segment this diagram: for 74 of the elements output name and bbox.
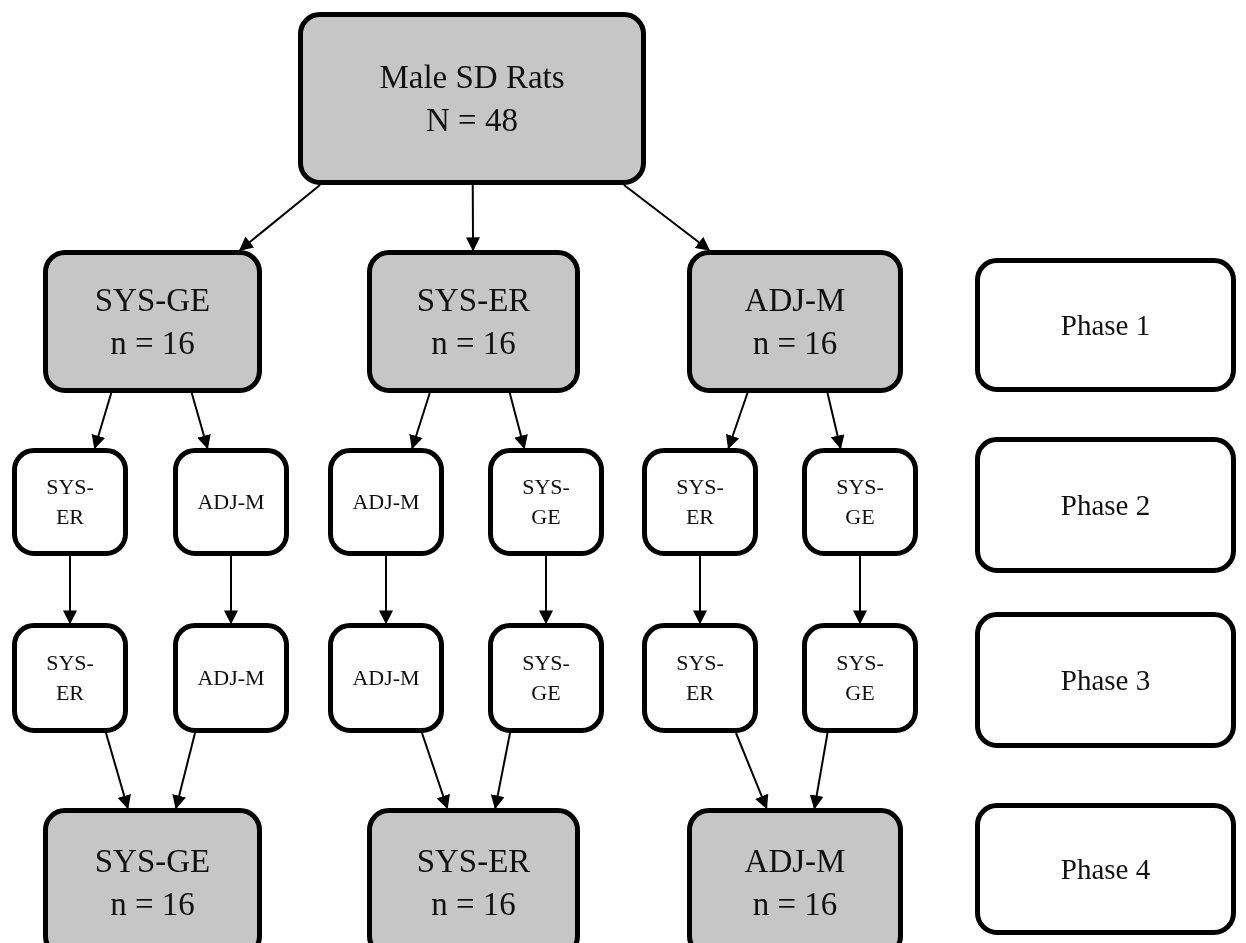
arrow [466, 184, 480, 252]
box-label: N = 48 [426, 100, 518, 140]
arrow [172, 732, 196, 810]
box-label: SYS-GE [835, 649, 885, 707]
box-label: n = 16 [431, 323, 516, 363]
group-box [687, 250, 903, 393]
box-label: Phase 2 [1060, 488, 1151, 522]
box-label: SYS-GE [521, 649, 571, 707]
box-label: SYS-ER [675, 649, 725, 707]
group-box [802, 448, 918, 556]
arrow [224, 555, 238, 625]
arrow [63, 555, 77, 625]
group-box [802, 623, 918, 733]
box-label: n = 16 [431, 885, 516, 924]
group-box [12, 623, 128, 733]
box-label: ADJ-M [351, 488, 421, 517]
phase-box [975, 258, 1236, 392]
group-box [642, 623, 758, 733]
arrow [853, 555, 867, 625]
box-label: Male SD Rats [379, 57, 565, 97]
arrow [508, 392, 528, 450]
arrow [409, 392, 431, 450]
box-label: SYS-GE [521, 473, 571, 531]
box-label: SYS-GE [94, 280, 211, 320]
arrow [809, 732, 829, 810]
group-box [367, 808, 580, 943]
arrow [490, 732, 511, 810]
box-label: n = 16 [110, 885, 195, 924]
box-label: n = 16 [110, 323, 195, 363]
box-label: SYS-ER [416, 280, 531, 320]
arrow [539, 555, 553, 625]
box-label: Phase 4 [1060, 852, 1151, 886]
box-label: n = 16 [752, 885, 838, 924]
arrow [91, 392, 113, 450]
arrow [726, 392, 749, 450]
arrow [623, 184, 711, 251]
box-label: SYS-GE [94, 842, 211, 882]
arrow [421, 732, 450, 810]
group-box [328, 623, 444, 733]
box-label: ADJ-M [196, 488, 266, 517]
box-label: ADJ-M [744, 842, 846, 882]
box-label: ADJ-M [196, 664, 266, 693]
group-box [173, 623, 289, 733]
arrow [735, 732, 769, 810]
box-label: SYS-GE [835, 473, 885, 531]
group-box [43, 250, 262, 393]
group-box [298, 12, 646, 185]
arrow [238, 184, 321, 251]
group-box [43, 808, 262, 943]
box-label: Phase 1 [1060, 308, 1151, 342]
group-box [328, 448, 444, 556]
group-box [687, 808, 903, 943]
arrow [190, 392, 211, 450]
group-box [173, 448, 289, 556]
arrow [826, 392, 845, 450]
arrow [105, 732, 131, 810]
box-label: n = 16 [752, 323, 838, 363]
group-box [488, 448, 604, 556]
box-label: Phase 3 [1060, 663, 1151, 697]
group-box [12, 448, 128, 556]
phase-box [975, 803, 1236, 935]
group-box [488, 623, 604, 733]
group-box [367, 250, 580, 393]
phase-box [975, 437, 1236, 573]
group-box [642, 448, 758, 556]
arrow [693, 555, 707, 625]
box-label: SYS-ER [45, 473, 95, 531]
box-label: SYS-ER [675, 473, 725, 531]
arrow [379, 555, 393, 625]
phase-box [975, 612, 1236, 748]
box-label: ADJ-M [351, 664, 421, 693]
box-label: SYS-ER [416, 842, 531, 882]
box-label: SYS-ER [45, 649, 95, 707]
box-label: ADJ-M [744, 280, 846, 320]
